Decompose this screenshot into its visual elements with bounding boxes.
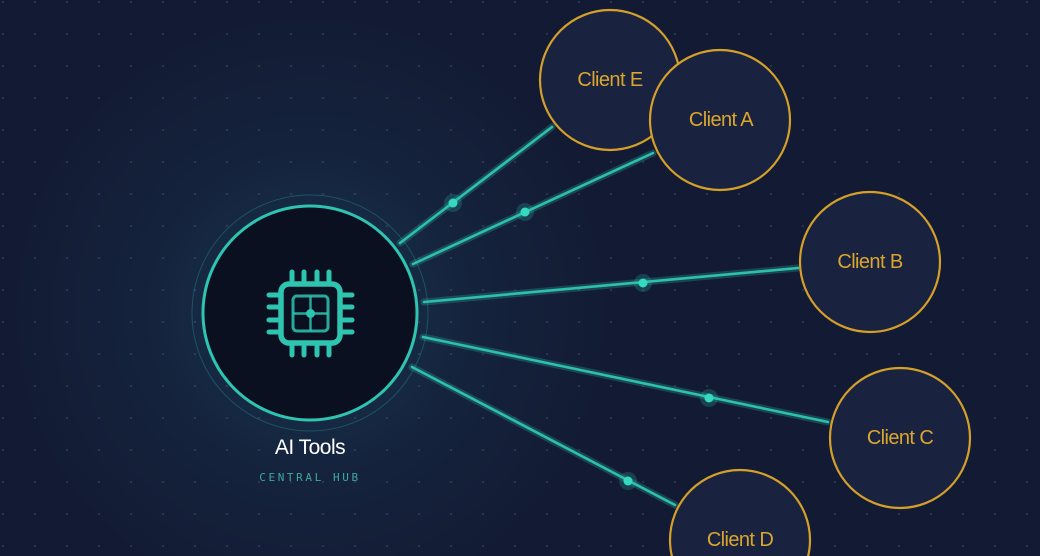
cpu-chip-icon (266, 269, 355, 358)
connection-hub-to-client-b (420, 264, 802, 306)
client-label-d: Client D (706, 529, 774, 551)
client-label-a: Client A (688, 109, 754, 131)
client-node-d[interactable] (668, 468, 812, 556)
connection-hub-to-client-a (409, 149, 657, 268)
connection-lines (396, 123, 832, 509)
client-node-c[interactable] (828, 366, 972, 510)
hub-subtitle: CENTRAL HUB (259, 471, 361, 484)
client-label-e: Client E (577, 69, 643, 91)
client-node-b[interactable] (798, 190, 942, 334)
client-label-c: Client C (866, 427, 934, 449)
connection-hub-to-client-d (408, 363, 679, 509)
central-hub-node[interactable] (191, 194, 429, 432)
client-label-b: Client B (837, 251, 903, 273)
hub-title: AI Tools (274, 436, 346, 459)
hub-outer-ring (191, 194, 429, 432)
connection-hub-to-client-e (396, 123, 556, 247)
client-node-a[interactable] (648, 48, 792, 192)
client-nodes (538, 8, 972, 556)
connection-hub-to-client-c (419, 333, 832, 426)
